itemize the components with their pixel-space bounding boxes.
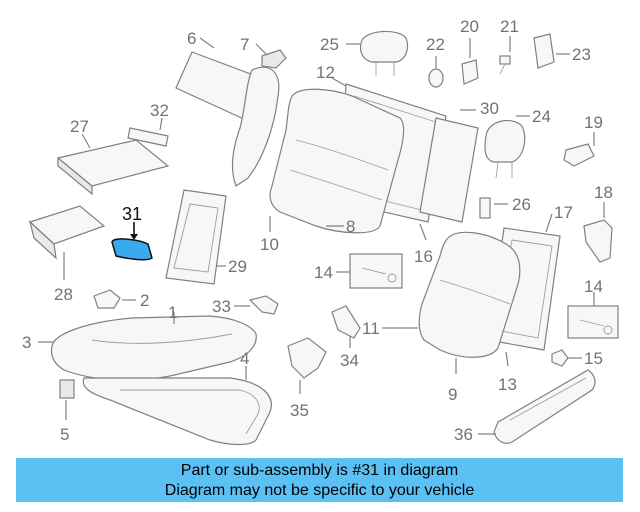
callout-17[interactable]: 17 [554, 203, 573, 222]
info-banner: Part or sub-assembly is #31 in diagram D… [16, 458, 623, 502]
part-34-bracket[interactable] [331, 305, 361, 339]
part-23-bracket[interactable] [533, 33, 555, 69]
callout-14-right[interactable]: 14 [584, 277, 603, 296]
part-28-tray[interactable] [28, 205, 106, 260]
callout-24[interactable]: 24 [532, 107, 551, 126]
callout-21[interactable]: 21 [500, 17, 519, 36]
callout-1[interactable]: 1 [168, 303, 177, 322]
part-4-seat-frame[interactable] [82, 377, 272, 446]
banner-line-2: Diagram may not be specific to your vehi… [164, 482, 475, 499]
callout-27[interactable]: 27 [70, 117, 89, 136]
banner-line-1: Part or sub-assembly is #31 in diagram [180, 462, 459, 479]
callout-36[interactable]: 36 [454, 425, 473, 444]
callout-26[interactable]: 26 [512, 195, 531, 214]
callout-11[interactable]: 11 [362, 319, 380, 338]
part-36-armrest[interactable] [493, 369, 596, 444]
part-21-screw[interactable] [499, 55, 511, 75]
callout-22[interactable]: 22 [426, 35, 445, 54]
part-27-console[interactable] [56, 139, 170, 196]
callout-14-center[interactable]: 14 [314, 263, 333, 282]
callout-29[interactable]: 29 [228, 257, 247, 276]
part-5-clip[interactable] [59, 379, 75, 399]
callout-33[interactable]: 33 [212, 297, 231, 316]
part-15-clip[interactable] [551, 349, 569, 367]
part-9-right-backrest-cushion[interactable] [418, 231, 521, 358]
callout-25[interactable]: 25 [320, 35, 339, 54]
part-30-back-panel[interactable] [419, 117, 479, 223]
callout-31[interactable]: 31 [122, 204, 142, 224]
part-6-side-panel[interactable] [175, 51, 280, 187]
part-14-bolt-kit-right[interactable] [567, 305, 619, 339]
callout-8[interactable]: 8 [346, 217, 355, 236]
part-33-hinge[interactable] [248, 295, 279, 315]
part-24-headrest[interactable] [484, 119, 526, 163]
callout-6[interactable]: 6 [187, 29, 196, 48]
part-22-button[interactable] [428, 68, 444, 88]
callout-2[interactable]: 2 [140, 291, 149, 310]
part-14-bolt-kit-center[interactable] [349, 253, 403, 289]
part-26-bushing[interactable] [479, 197, 491, 219]
callout-12[interactable]: 12 [316, 63, 335, 82]
part-25-headrest[interactable] [359, 30, 409, 63]
callout-19[interactable]: 19 [584, 113, 603, 132]
callout-7[interactable]: 7 [240, 35, 249, 54]
parts-diagram: 6 7 25 22 20 21 23 12 30 10 8 16 [22, 17, 619, 446]
callout-9[interactable]: 9 [448, 385, 457, 404]
callout-5[interactable]: 5 [60, 425, 69, 444]
callout-30[interactable]: 30 [480, 99, 499, 118]
callout-28[interactable]: 28 [54, 285, 73, 304]
part-31-cover[interactable] [111, 238, 153, 261]
part-29-seat-back-plate[interactable] [165, 189, 227, 285]
part-18-bracket[interactable] [583, 219, 613, 263]
part-10-backrest-cushion[interactable] [269, 88, 405, 234]
callout-32[interactable]: 32 [150, 101, 169, 120]
part-20-latch[interactable] [461, 59, 479, 85]
callout-4[interactable]: 4 [240, 349, 249, 368]
part-1-seat-cushion[interactable] [50, 315, 257, 381]
callout-20[interactable]: 20 [460, 17, 479, 36]
callout-16[interactable]: 16 [414, 247, 433, 266]
callout-10[interactable]: 10 [260, 235, 279, 254]
callout-15[interactable]: 15 [584, 349, 603, 368]
part-19-guide[interactable] [563, 143, 595, 167]
part-2-clip[interactable] [93, 289, 121, 309]
callout-34[interactable]: 34 [340, 351, 359, 370]
callout-13[interactable]: 13 [498, 375, 517, 394]
callout-35[interactable]: 35 [290, 401, 309, 420]
callout-18[interactable]: 18 [594, 183, 613, 202]
part-7-clip[interactable] [261, 49, 287, 69]
part-35-bracket[interactable] [287, 337, 327, 379]
part-32-strip[interactable] [127, 127, 169, 147]
callout-23[interactable]: 23 [572, 45, 591, 64]
callout-3[interactable]: 3 [22, 333, 31, 352]
